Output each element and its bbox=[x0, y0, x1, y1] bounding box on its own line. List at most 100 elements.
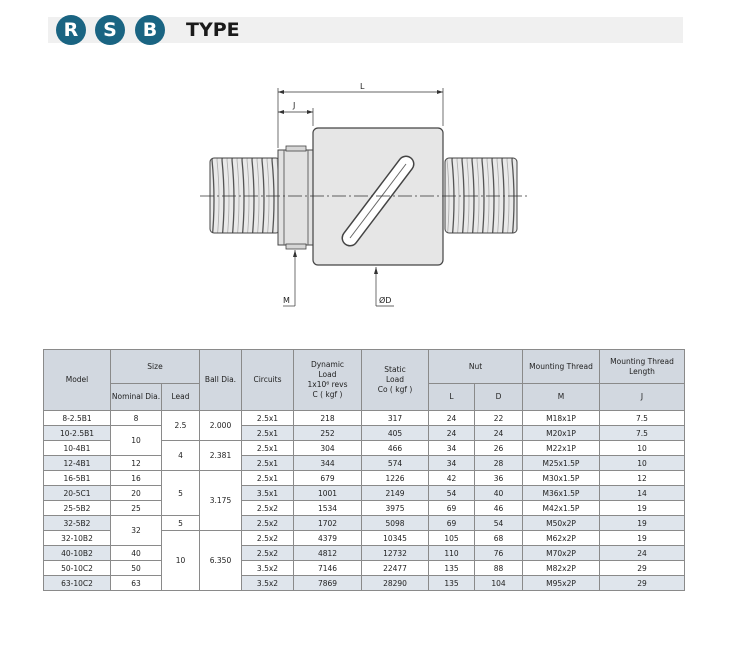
cell-circuits: 3.5x1 bbox=[241, 485, 294, 501]
cell-static-load: 466 bbox=[361, 440, 429, 456]
cell-circuits: 2.5x1 bbox=[241, 455, 294, 471]
cell-nut-d: 88 bbox=[474, 560, 523, 576]
cell-dynamic-load: 1702 bbox=[293, 515, 362, 531]
return-slot bbox=[341, 155, 415, 247]
cell-mounting-thread: M36x1.5P bbox=[522, 485, 600, 501]
cell-mounting-thread-length: 19 bbox=[599, 530, 685, 546]
cell-mounting-thread-length: 7.5 bbox=[599, 425, 685, 441]
cell-lead: 2.5 bbox=[161, 410, 200, 441]
cell-dynamic-load: 252 bbox=[293, 425, 362, 441]
cell-mounting-thread: M25x1.5P bbox=[522, 455, 600, 471]
cell-model: 25-5B2 bbox=[43, 500, 111, 516]
cell-model: 40-10B2 bbox=[43, 545, 111, 561]
type-title: TYPE bbox=[186, 19, 240, 41]
header-size: Size bbox=[110, 349, 200, 384]
header-nominal-dia: Nominal Dia. bbox=[110, 383, 162, 411]
cell-nut-l: 42 bbox=[428, 470, 475, 486]
header-mounting-thread-m: M bbox=[522, 383, 600, 411]
cell-model: 32-5B2 bbox=[43, 515, 111, 531]
cell-static-load: 10345 bbox=[361, 530, 429, 546]
cell-mounting-thread-length: 19 bbox=[599, 500, 685, 516]
cell-model: 20-5C1 bbox=[43, 485, 111, 501]
cell-nut-l: 105 bbox=[428, 530, 475, 546]
cell-nut-l: 24 bbox=[428, 410, 475, 426]
cell-dynamic-load: 7869 bbox=[293, 575, 362, 591]
cell-static-load: 405 bbox=[361, 425, 429, 441]
cell-static-load: 2149 bbox=[361, 485, 429, 501]
cell-dynamic-load: 7146 bbox=[293, 560, 362, 576]
cell-nut-l: 54 bbox=[428, 485, 475, 501]
cell-nominal-dia: 20 bbox=[110, 485, 162, 501]
cell-model: 12-4B1 bbox=[43, 455, 111, 471]
badge-r: R bbox=[56, 15, 86, 45]
header-static-load: Static Load Co ( kgf ) bbox=[361, 349, 429, 411]
cell-nominal-dia: 16 bbox=[110, 470, 162, 486]
spec-table: Model Size Ball Dia. Circuits Dynamic Lo… bbox=[43, 349, 685, 591]
dimension-m: M bbox=[283, 250, 297, 307]
cell-lead: 4 bbox=[161, 440, 200, 471]
cell-mounting-thread: M70x2P bbox=[522, 545, 600, 561]
dimension-l: L bbox=[277, 82, 444, 148]
dimension-d: ØD bbox=[374, 267, 394, 307]
cell-static-load: 12732 bbox=[361, 545, 429, 561]
cell-mounting-thread-length: 29 bbox=[599, 575, 685, 591]
cell-nut-d: 26 bbox=[474, 440, 523, 456]
header-model: Model bbox=[43, 349, 111, 411]
cell-mounting-thread-length: 29 bbox=[599, 560, 685, 576]
cell-dynamic-load: 1001 bbox=[293, 485, 362, 501]
cell-dynamic-load: 344 bbox=[293, 455, 362, 471]
cell-mounting-thread-length: 24 bbox=[599, 545, 685, 561]
cell-static-load: 28290 bbox=[361, 575, 429, 591]
cell-mounting-thread-length: 7.5 bbox=[599, 410, 685, 426]
cell-dynamic-load: 218 bbox=[293, 410, 362, 426]
cell-static-load: 317 bbox=[361, 410, 429, 426]
cell-static-load: 5098 bbox=[361, 515, 429, 531]
header-nut: Nut bbox=[428, 349, 523, 384]
cell-model: 16-5B1 bbox=[43, 470, 111, 486]
cell-ball-dia: 6.350 bbox=[199, 530, 242, 591]
cell-circuits: 2.5x2 bbox=[241, 530, 294, 546]
cell-circuits: 2.5x1 bbox=[241, 470, 294, 486]
cell-nut-d: 28 bbox=[474, 455, 523, 471]
cell-nominal-dia: 25 bbox=[110, 500, 162, 516]
cell-nominal-dia: 8 bbox=[110, 410, 162, 426]
cell-nominal-dia: 50 bbox=[110, 560, 162, 576]
header-ball-dia: Ball Dia. bbox=[199, 349, 242, 411]
cell-model: 10-2.5B1 bbox=[43, 425, 111, 441]
cell-mounting-thread: M62x2P bbox=[522, 530, 600, 546]
cell-static-load: 3975 bbox=[361, 500, 429, 516]
cell-dynamic-load: 679 bbox=[293, 470, 362, 486]
cell-static-load: 574 bbox=[361, 455, 429, 471]
left-screw-thread bbox=[209, 157, 281, 234]
cell-mounting-thread-length: 10 bbox=[599, 440, 685, 456]
cell-ball-dia: 3.175 bbox=[199, 470, 242, 531]
cell-mounting-thread: M30x1.5P bbox=[522, 470, 600, 486]
cell-nut-l: 24 bbox=[428, 425, 475, 441]
cell-model: 8-2.5B1 bbox=[43, 410, 111, 426]
cell-model: 50-10C2 bbox=[43, 560, 111, 576]
cell-static-load: 22477 bbox=[361, 560, 429, 576]
cell-lead: 5 bbox=[161, 515, 200, 531]
ball-screw-nut-drawing: L J M ØD bbox=[200, 82, 530, 307]
cell-mounting-thread: M18x1P bbox=[522, 410, 600, 426]
cell-nominal-dia: 63 bbox=[110, 575, 162, 591]
cell-nut-d: 36 bbox=[474, 470, 523, 486]
cell-nut-d: 54 bbox=[474, 515, 523, 531]
cell-circuits: 2.5x2 bbox=[241, 500, 294, 516]
right-screw-thread bbox=[444, 157, 518, 234]
cell-nut-d: 40 bbox=[474, 485, 523, 501]
header-nut-l: L bbox=[428, 383, 475, 411]
cell-nut-d: 46 bbox=[474, 500, 523, 516]
cell-model: 63-10C2 bbox=[43, 575, 111, 591]
cell-dynamic-load: 304 bbox=[293, 440, 362, 456]
cell-nut-l: 69 bbox=[428, 500, 475, 516]
header-circuits: Circuits bbox=[241, 349, 294, 411]
cell-mounting-thread: M20x1P bbox=[522, 425, 600, 441]
cell-circuits: 3.5x2 bbox=[241, 575, 294, 591]
